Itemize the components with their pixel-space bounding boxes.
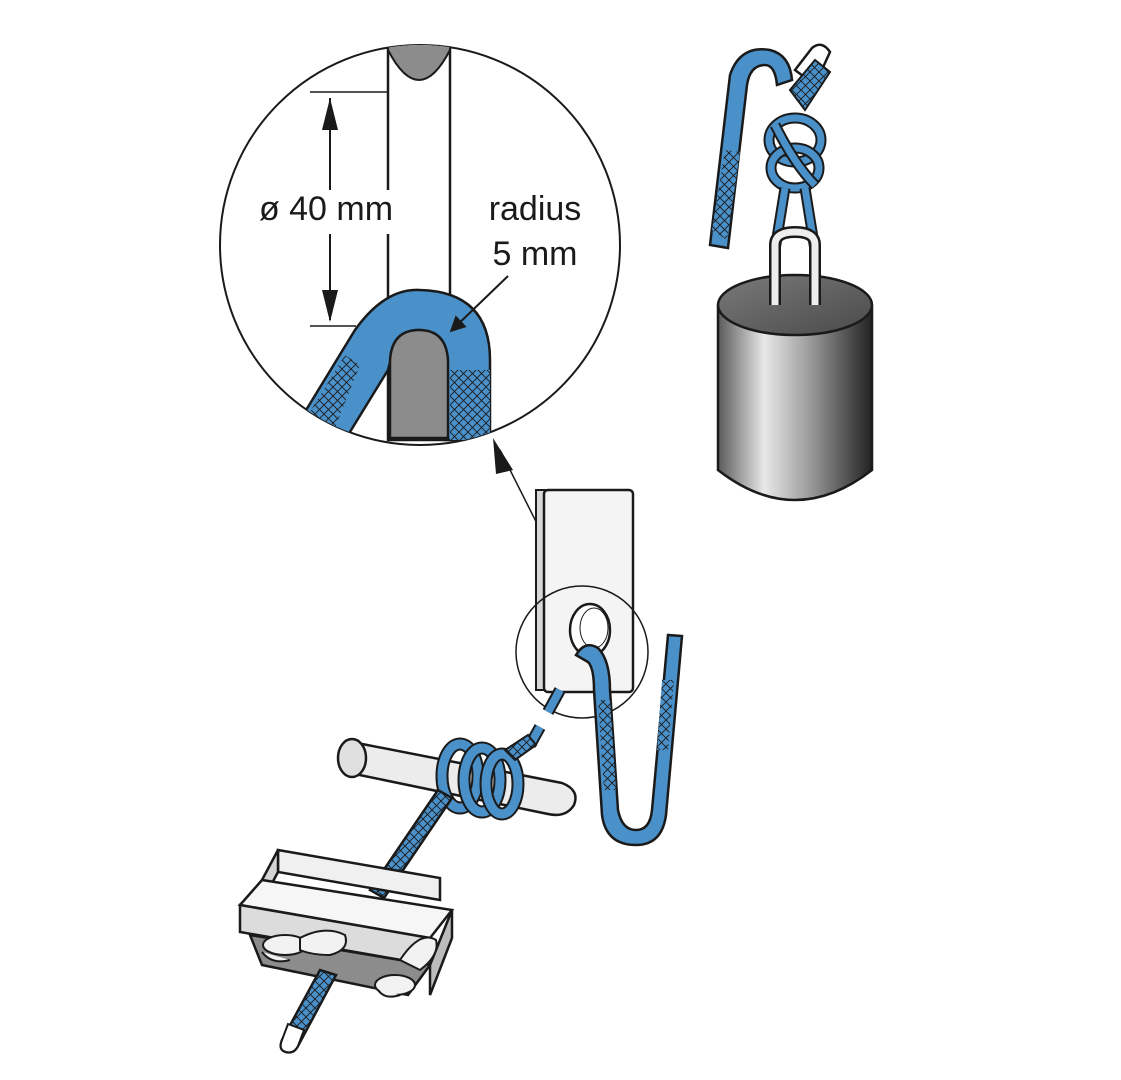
drop-weight-icon bbox=[716, 270, 874, 502]
dimension-arrow-down-icon bbox=[322, 290, 338, 322]
test-rig bbox=[237, 488, 684, 1054]
radius-leader-arrow-icon bbox=[449, 275, 509, 333]
diameter-label: ø 40 mm bbox=[259, 190, 393, 228]
weight-assembly bbox=[708, 43, 874, 502]
wing-nut-right-icon bbox=[374, 936, 438, 998]
rope-loop bbox=[574, 633, 684, 847]
magnifier-detail: ø 40 mm radius 5 mm bbox=[219, 44, 621, 446]
figure-eight-knot-icon bbox=[763, 112, 827, 194]
rope-clamp-icon bbox=[237, 848, 455, 998]
wing-nut-left-icon bbox=[261, 929, 347, 963]
dimension-arrow-up-icon bbox=[322, 98, 338, 130]
edge-bracket bbox=[542, 488, 635, 694]
arrow-up-icon bbox=[493, 438, 513, 474]
clove-hitch bbox=[435, 737, 525, 821]
radius-label-line1: radius bbox=[489, 190, 582, 228]
detail-source-circle bbox=[515, 585, 649, 719]
radius-label-line2: 5 mm bbox=[493, 235, 578, 273]
